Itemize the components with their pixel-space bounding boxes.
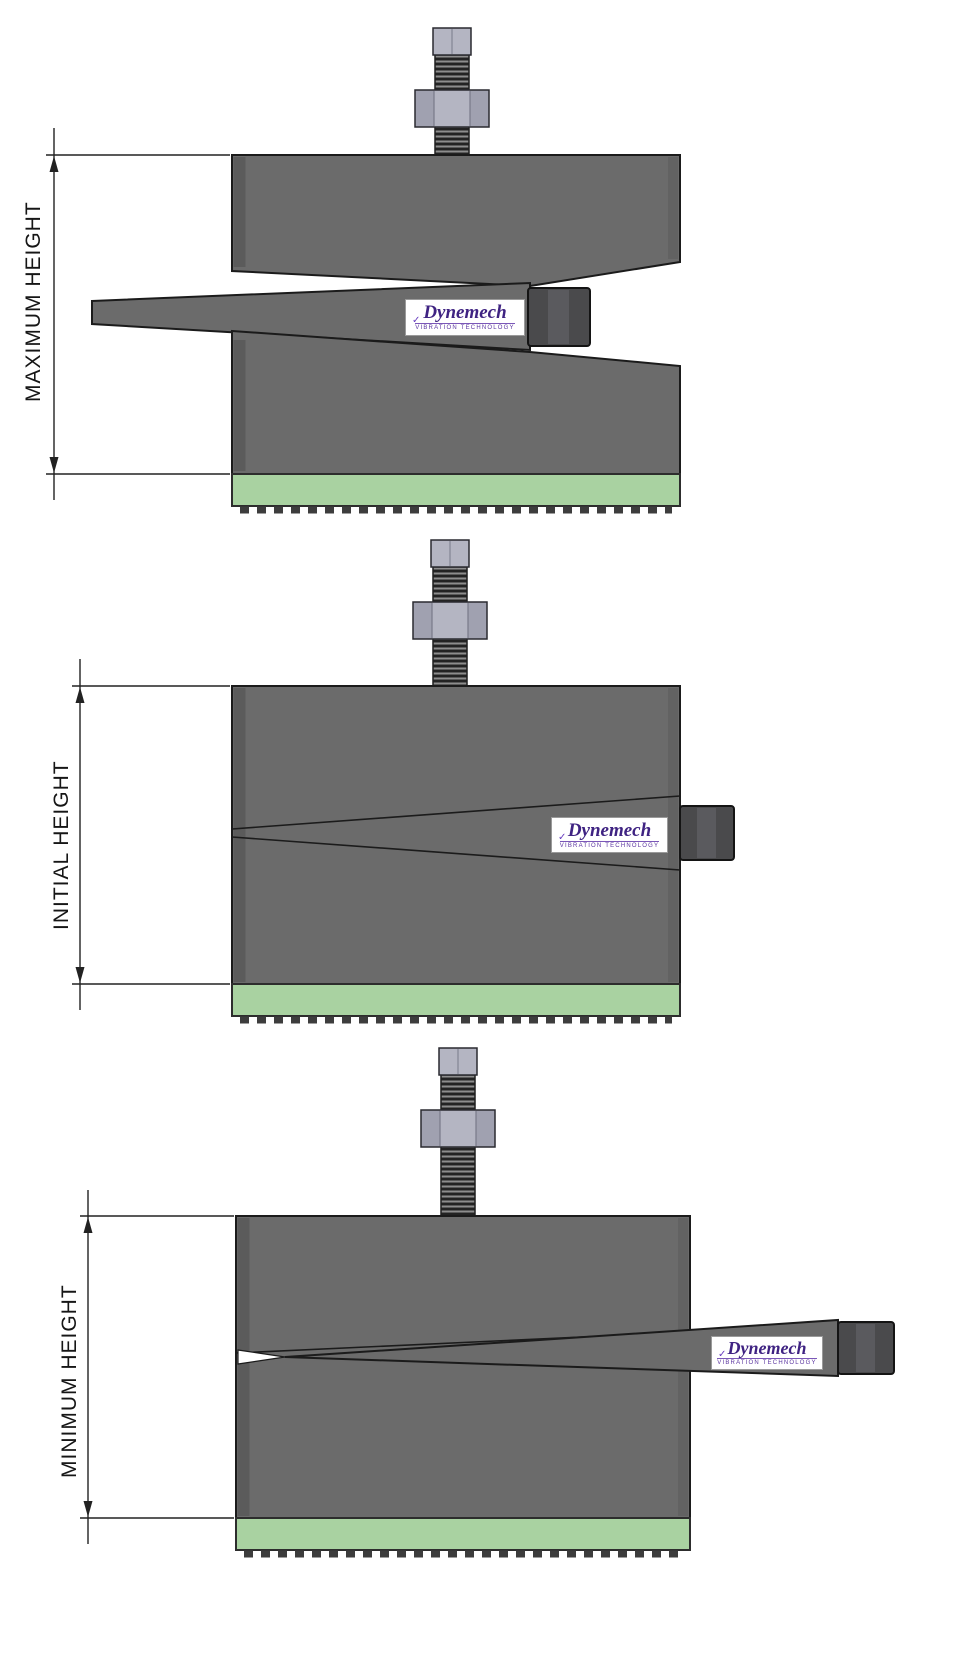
wedge-bottom-seam xyxy=(231,836,681,871)
anti-vibration-pad xyxy=(235,1517,691,1551)
wedge-drive-nut-facet xyxy=(697,808,716,858)
dimension-label-minimum-height: MINIMUM HEIGHT xyxy=(58,1284,81,1478)
brand-tagline: VIBRATION TECHNOLOGY xyxy=(559,840,660,849)
arrowhead-up-icon xyxy=(83,1217,93,1233)
arrowhead-down-icon xyxy=(49,457,59,473)
wedge-drive-nut-facet xyxy=(548,290,569,344)
bottom-casting-edge-shade xyxy=(233,340,246,471)
logo-check-icon: ✓ xyxy=(558,832,567,843)
diagram-initial-height xyxy=(72,539,735,1024)
arrowhead-up-icon xyxy=(75,687,85,703)
brand-plate: Dynemech ✓ VIBRATION TECHNOLOGY xyxy=(405,299,525,336)
wedge-tip-gap xyxy=(237,1349,286,1365)
brand-name: Dynemech xyxy=(423,302,507,323)
anti-vibration-pad xyxy=(231,983,681,1017)
dimension-label-initial-height: INITIAL HEIGHT xyxy=(50,760,73,930)
brand-plate: Dynemech ✓ VIBRATION TECHNOLOGY xyxy=(551,817,668,853)
anti-vibration-pad xyxy=(231,473,681,507)
brand-tagline: VIBRATION TECHNOLOGY xyxy=(717,1358,817,1366)
body-edge-shade xyxy=(237,1218,250,1516)
dimension-initial-height xyxy=(72,659,230,1010)
dimension-label-maximum-height: MAXIMUM HEIGHT xyxy=(22,201,45,402)
diagram-minimum-height xyxy=(80,1047,895,1558)
levelling-bolt-assembly xyxy=(420,1047,496,1225)
top-casting xyxy=(231,154,681,288)
brand-plate: Dynemech ✓ VIBRATION TECHNOLOGY xyxy=(711,1336,823,1370)
logo-check-icon: ✓ xyxy=(718,1349,727,1360)
arrowhead-down-icon xyxy=(83,1501,93,1517)
dimension-maximum-height xyxy=(46,128,230,500)
wedge-top-seam xyxy=(231,795,681,830)
body-edge-shade xyxy=(233,688,246,982)
arrowhead-up-icon xyxy=(49,156,59,172)
brand-name: Dynemech xyxy=(727,1338,807,1358)
top-casting-edge-shade xyxy=(668,157,678,259)
brand-name: Dynemech xyxy=(567,819,652,841)
logo-check-icon: ✓ xyxy=(412,315,421,326)
brand-tagline: VIBRATION TECHNOLOGY xyxy=(415,323,515,331)
body-edge-shade xyxy=(668,688,678,982)
diagram-maximum-height xyxy=(46,27,681,514)
bottom-casting xyxy=(231,329,681,475)
wedge-drive-nut-facet xyxy=(856,1324,875,1372)
arrowhead-down-icon xyxy=(75,967,85,983)
top-casting-edge-shade xyxy=(233,157,246,267)
dimension-minimum-height xyxy=(80,1190,234,1544)
